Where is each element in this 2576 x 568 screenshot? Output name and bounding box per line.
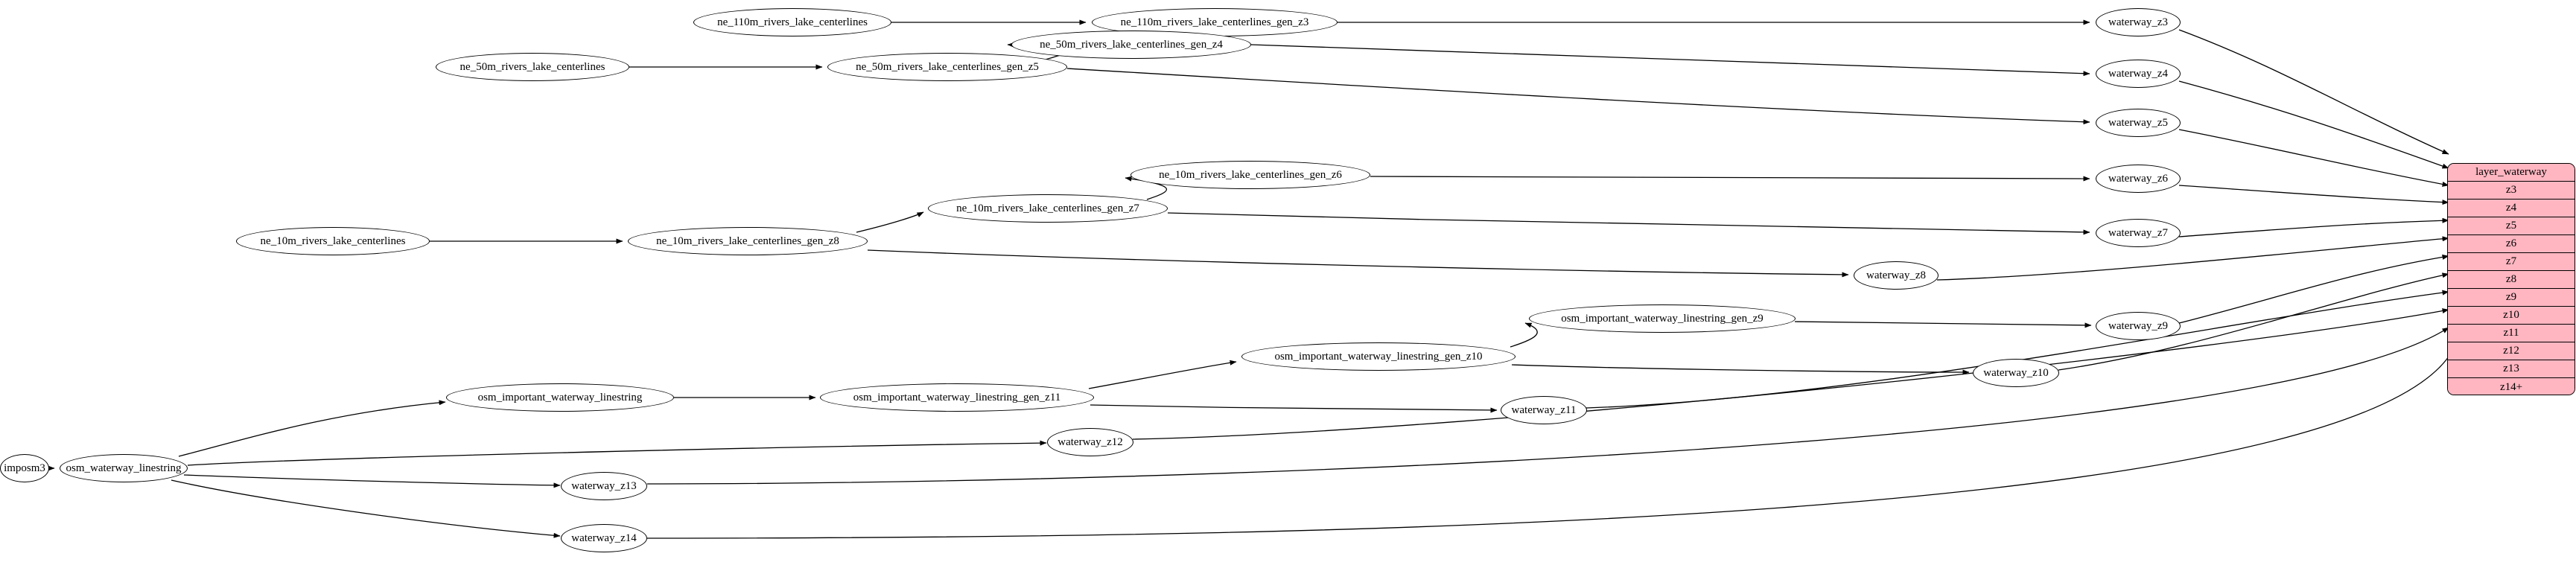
layer-waterway-row-z12[interactable]: z12	[2448, 342, 2575, 360]
graph-edge-ww_z12-to-tbl_z12	[1132, 308, 2449, 440]
layer-waterway-row-z6[interactable]: z6	[2448, 235, 2575, 253]
graph-node-ww_z7[interactable]: waterway_z7	[2096, 219, 2181, 247]
layer-waterway-row-z14plus[interactable]: z14+	[2448, 378, 2575, 395]
layer-waterway-row-z11[interactable]: z11	[2448, 325, 2575, 342]
graph-node-imposm3[interactable]: imposm3	[0, 454, 49, 482]
graph-node-ww_z11[interactable]: waterway_z11	[1501, 396, 1587, 424]
graph-node-label: ne_10m_rivers_lake_centerlines	[260, 234, 406, 247]
graph-node-ne50[interactable]: ne_50m_rivers_lake_centerlines	[436, 53, 629, 81]
graph-node-label: imposm3	[4, 462, 45, 474]
graph-edge-ww_z6-to-tbl_z6	[2178, 185, 2449, 205]
graph-edge-ww_z3-to-tbl_z3	[2178, 29, 2449, 155]
graph-node-ww_z6[interactable]: waterway_z6	[2096, 165, 2181, 193]
layer-waterway-row-z9[interactable]: z9	[2448, 289, 2575, 307]
graph-node-label: waterway_z12	[1058, 435, 1123, 448]
graph-node-ne10_z8[interactable]: ne_10m_rivers_lake_centerlines_gen_z8	[628, 227, 868, 255]
graph-node-ne110_z3[interactable]: ne_110m_rivers_lake_centerlines_gen_z3	[1092, 8, 1338, 36]
graph-edge-ww_z8-to-tbl_z8	[1936, 236, 2449, 281]
graph-node-ne10_z7[interactable]: ne_10m_rivers_lake_centerlines_gen_z7	[928, 194, 1168, 223]
graph-node-label: waterway_z4	[2108, 67, 2168, 80]
layer-waterway-row-z10[interactable]: z10	[2448, 307, 2575, 325]
graph-node-label: waterway_z6	[2108, 172, 2168, 185]
graph-node-label: ne_10m_rivers_lake_centerlines_gen_z6	[1159, 168, 1342, 181]
graph-node-label: waterway_z9	[2108, 319, 2168, 332]
layer-waterway-row-z3[interactable]: z3	[2448, 182, 2575, 200]
graph-node-label: waterway_z14	[571, 532, 637, 544]
graph-node-label: ne_50m_rivers_lake_centerlines_gen_z4	[1040, 38, 1223, 51]
graph-node-ww_z12[interactable]: waterway_z12	[1047, 428, 1133, 456]
graph-edge-osm_ww-to-ww_z13	[183, 474, 561, 488]
graph-edge-osm_ww-to-osm_imp	[178, 400, 446, 457]
graph-node-label: osm_important_waterway_linestring_gen_z1…	[853, 391, 1061, 403]
graph-node-ne50_z5[interactable]: ne_50m_rivers_lake_centerlines_gen_z5	[827, 53, 1067, 81]
graph-edge-ww_z7-to-tbl_z7	[2178, 217, 2449, 237]
graph-node-ww_z4[interactable]: waterway_z4	[2096, 60, 2181, 88]
graph-edge-ww_z14-to-tbl_z14	[646, 346, 2455, 539]
graph-node-label: ne_110m_rivers_lake_centerlines_gen_z3	[1120, 16, 1309, 28]
graph-node-ww_z3[interactable]: waterway_z3	[2096, 8, 2181, 36]
layer-waterway-row-z4[interactable]: z4	[2448, 200, 2575, 217]
layer-waterway-row-z8[interactable]: z8	[2448, 271, 2575, 289]
graph-node-ne10[interactable]: ne_10m_rivers_lake_centerlines	[236, 227, 430, 255]
graph-node-label: osm_important_waterway_linestring	[477, 391, 643, 403]
graph-edge-ww_z4-to-tbl_z4	[2178, 80, 2449, 169]
graph-edge-osm_imp_z10-to-ww_z10	[1511, 364, 1970, 375]
graph-node-label: ne_10m_rivers_lake_centerlines_gen_z8	[656, 234, 839, 247]
graph-node-ww_z14[interactable]: waterway_z14	[561, 524, 647, 552]
graph-edge-osm_ww-to-ww_z12	[187, 440, 1047, 466]
graph-node-label: waterway_z8	[1866, 269, 1926, 281]
graph-node-label: waterway_z13	[571, 479, 637, 492]
graph-edge-osm_imp_z11-to-osm_imp_z10	[1088, 360, 1237, 389]
layer-waterway-table-header: layer_waterway	[2448, 164, 2575, 182]
graph-node-osm_imp_z11[interactable]: osm_important_waterway_linestring_gen_z1…	[820, 383, 1094, 412]
graph-node-label: ne_10m_rivers_lake_centerlines_gen_z7	[956, 202, 1139, 214]
graph-node-ne110[interactable]: ne_110m_rivers_lake_centerlines	[693, 8, 891, 36]
graph-edge-osm_imp_z11-to-ww_z11	[1090, 404, 1498, 413]
graph-node-osm_imp_z9[interactable]: osm_important_waterway_linestring_gen_z9	[1529, 304, 1796, 333]
graph-edge-ne50_z4-to-ww_z4	[1250, 44, 2090, 77]
graph-node-label: osm_important_waterway_linestring_gen_z9	[1561, 312, 1764, 325]
graph-node-label: ne_50m_rivers_lake_centerlines_gen_z5	[856, 60, 1039, 73]
graph-node-ww_z13[interactable]: waterway_z13	[561, 472, 647, 500]
layer-waterway-row-z7[interactable]: z7	[2448, 253, 2575, 271]
graph-node-osm_ww[interactable]: osm_waterway_linestring	[60, 454, 188, 482]
graph-node-label: osm_important_waterway_linestring_gen_z1…	[1274, 350, 1483, 363]
graph-edge-osm_ww-to-ww_z14	[171, 479, 561, 538]
graph-edge-ne10_z7-to-ww_z7	[1167, 212, 2090, 235]
graph-edge-ww_z5-to-tbl_z5	[2178, 129, 2449, 187]
graph-node-osm_imp[interactable]: osm_important_waterway_linestring	[446, 383, 674, 412]
graph-node-label: waterway_z5	[2108, 116, 2168, 129]
graph-node-label: ne_50m_rivers_lake_centerlines	[459, 60, 605, 73]
graph-edge-osm_imp_z9-to-ww_z9	[1794, 321, 2092, 328]
graph-node-ne10_z6[interactable]: ne_10m_rivers_lake_centerlines_gen_z6	[1130, 161, 1370, 189]
graph-node-label: waterway_z7	[2108, 226, 2168, 239]
edge-paths	[48, 19, 2455, 539]
graph-node-ne50_z4[interactable]: ne_50m_rivers_lake_centerlines_gen_z4	[1011, 31, 1251, 59]
graph-node-label: waterway_z10	[1983, 366, 2049, 379]
graph-node-label: ne_110m_rivers_lake_centerlines	[717, 16, 868, 28]
graph-edge-ww_z9-to-tbl_z9	[2178, 254, 2449, 324]
graph-node-label: waterway_z11	[1511, 403, 1577, 416]
graph-edge-ne50_z5-to-ww_z5	[1066, 68, 2090, 125]
graph-edge-ne10_z8-to-ww_z8	[867, 249, 1849, 278]
graph-node-ww_z10[interactable]: waterway_z10	[1973, 359, 2059, 387]
graph-node-ww_z5[interactable]: waterway_z5	[2096, 109, 2181, 137]
layer-waterway-row-z13[interactable]: z13	[2448, 360, 2575, 378]
graph-node-ww_z8[interactable]: waterway_z8	[1854, 261, 1939, 290]
graph-edge-ne10_z8-to-ne10_z7	[856, 211, 924, 233]
graph-node-label: osm_waterway_linestring	[66, 462, 182, 474]
graph-edge-ne10_z6-to-ww_z6	[1370, 176, 2090, 182]
graph-node-osm_imp_z10[interactable]: osm_important_waterway_linestring_gen_z1…	[1241, 342, 1516, 371]
graph-node-label: waterway_z3	[2108, 16, 2168, 28]
graph-node-ww_z9[interactable]: waterway_z9	[2096, 312, 2181, 340]
graph-edge-osm_imp_z10-to-osm_imp_z9	[1510, 322, 1538, 348]
layer-waterway-row-z5[interactable]: z5	[2448, 217, 2575, 235]
